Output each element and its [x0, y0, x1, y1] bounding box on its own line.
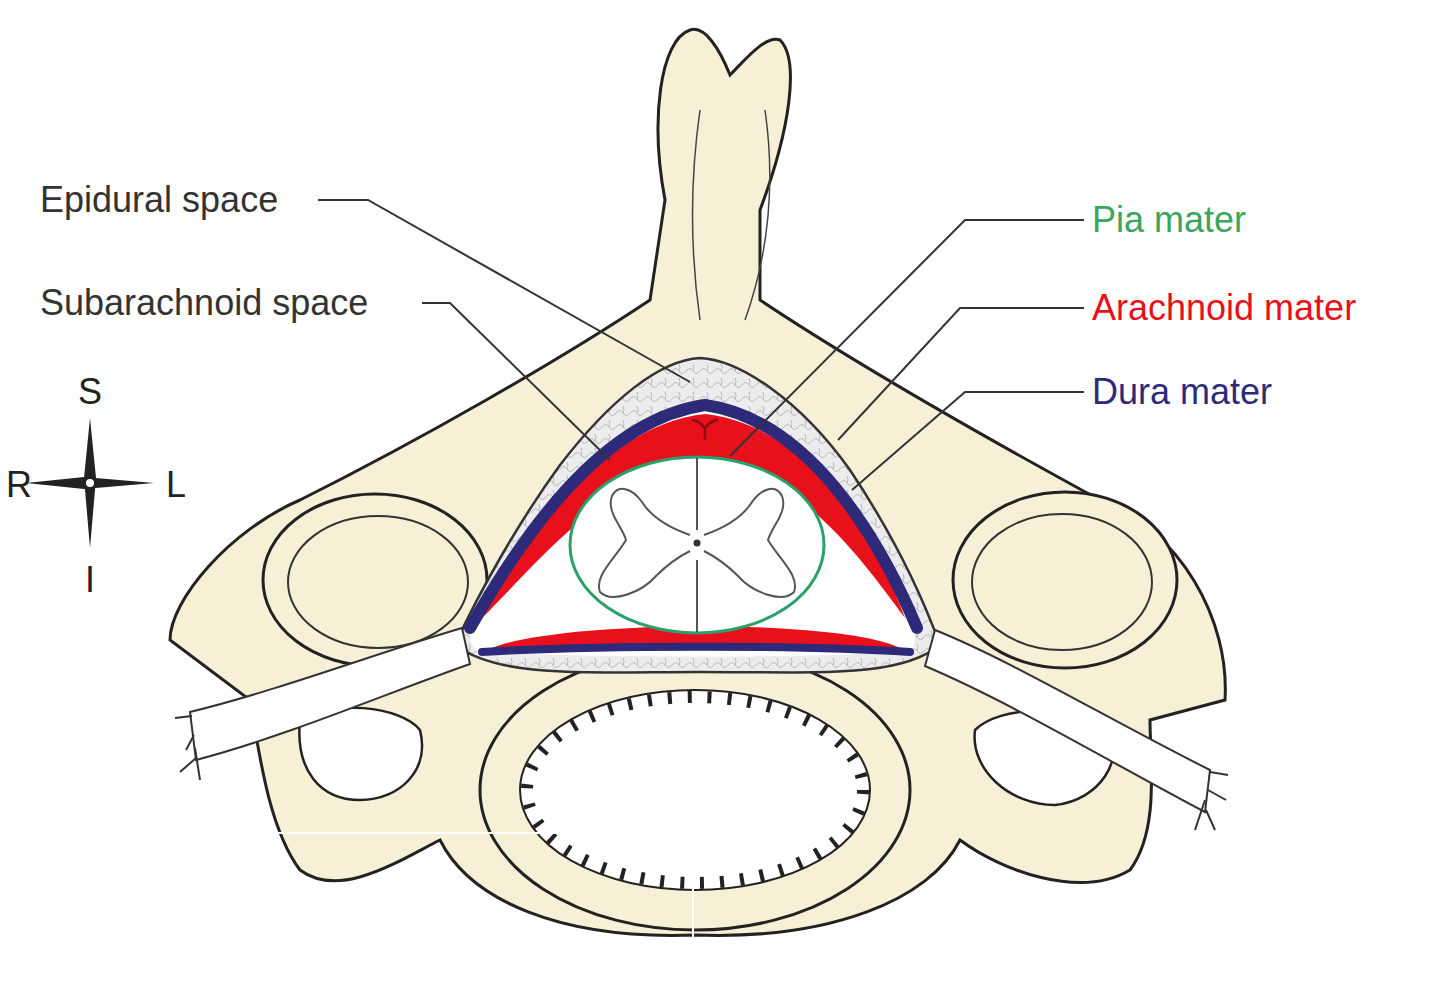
compass-letter: R	[6, 465, 32, 505]
left-nerve-root	[190, 628, 470, 760]
structure-label: Epidural space	[40, 180, 278, 220]
guide-line	[275, 833, 693, 940]
right-facet	[953, 492, 1177, 668]
compass-letter: S	[78, 372, 102, 412]
right-facet-inner	[972, 514, 1152, 650]
structure-label: Subarachnoid space	[40, 283, 368, 323]
layer-label: Arachnoid mater	[1092, 288, 1356, 328]
layer-label: Dura mater	[1092, 372, 1272, 412]
vertebral-canal	[455, 358, 940, 672]
vertebral-body-inner	[520, 690, 870, 890]
leader-line	[852, 392, 1084, 490]
dura-layer-bottom	[482, 647, 910, 652]
right-nerve-fray	[1195, 772, 1228, 830]
compass-letter: L	[166, 465, 186, 505]
leader-line	[838, 308, 1084, 440]
right-nerve-root	[925, 630, 1210, 812]
vertebra-bone	[170, 29, 1225, 935]
spinous-ridge	[693, 110, 770, 320]
layer-label: Pia mater	[1092, 200, 1246, 240]
trabecular-edge	[527, 697, 863, 883]
left-facet-inner	[288, 516, 468, 648]
septum	[692, 420, 718, 440]
left-nerve-fray	[175, 716, 200, 780]
compass-letter: I	[85, 560, 95, 600]
spinal-cord	[570, 457, 824, 633]
orientation-compass	[26, 418, 154, 548]
leader-line	[422, 303, 610, 460]
leader-line	[730, 220, 1084, 456]
vertebral-body	[480, 650, 910, 930]
central-canal	[694, 540, 701, 547]
